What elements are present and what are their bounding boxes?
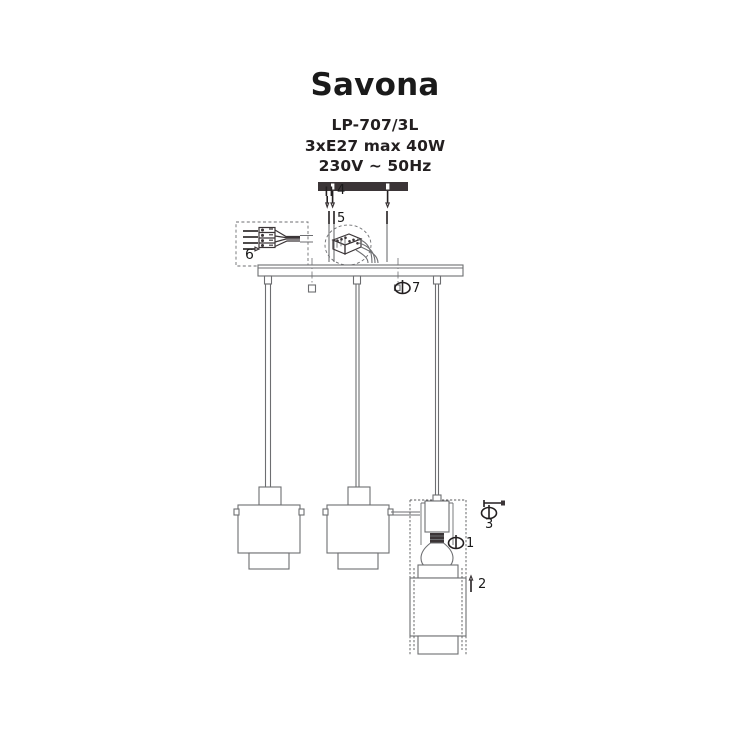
wire-bundle-detail: [324, 224, 379, 266]
spec-list: LP-707/3L 3xE27 max 40W 230V ~ 50Hz: [0, 115, 750, 176]
page-title: Savona: [310, 67, 440, 103]
callout-7: 7: [412, 281, 421, 296]
left-shade: [233, 486, 305, 570]
wire-stubs: [243, 230, 261, 252]
wire-fan: [274, 229, 313, 248]
grip-markers: [307, 258, 401, 293]
lamp-socket: [420, 494, 454, 545]
callout-4: 4: [337, 183, 346, 198]
callout-6: 6: [245, 247, 254, 263]
callout-2: 2: [478, 577, 487, 592]
ceiling-anchor-screws: [324, 191, 391, 209]
exploded-shade: [409, 564, 467, 655]
bulb-symbol: [447, 535, 465, 550]
callout-1: 1: [466, 536, 475, 551]
cable-grip-symbol: [394, 280, 411, 295]
canopy-plate: [257, 264, 464, 277]
middle-shade: [322, 486, 420, 570]
callout-5: 5: [337, 211, 346, 226]
callout-3: 3: [485, 517, 494, 532]
title-block: Savona LP-707/3L 3xE27 max 40W 230V ~ 50…: [0, 68, 750, 176]
ceiling-anchor-bar: [318, 182, 408, 191]
spec-lamp: 3xE27 max 40W: [304, 136, 446, 155]
spec-model: LP-707/3L: [331, 116, 419, 135]
dimension-marker-2: [468, 574, 474, 592]
fixing-screw-detail: [480, 500, 505, 520]
pendant-cables: [264, 283, 440, 512]
dimension-marker-4: [325, 186, 333, 196]
connector-block: [258, 226, 276, 249]
exploded-assembly: [409, 494, 505, 655]
spec-voltage: 230V ~ 50Hz: [318, 157, 432, 175]
